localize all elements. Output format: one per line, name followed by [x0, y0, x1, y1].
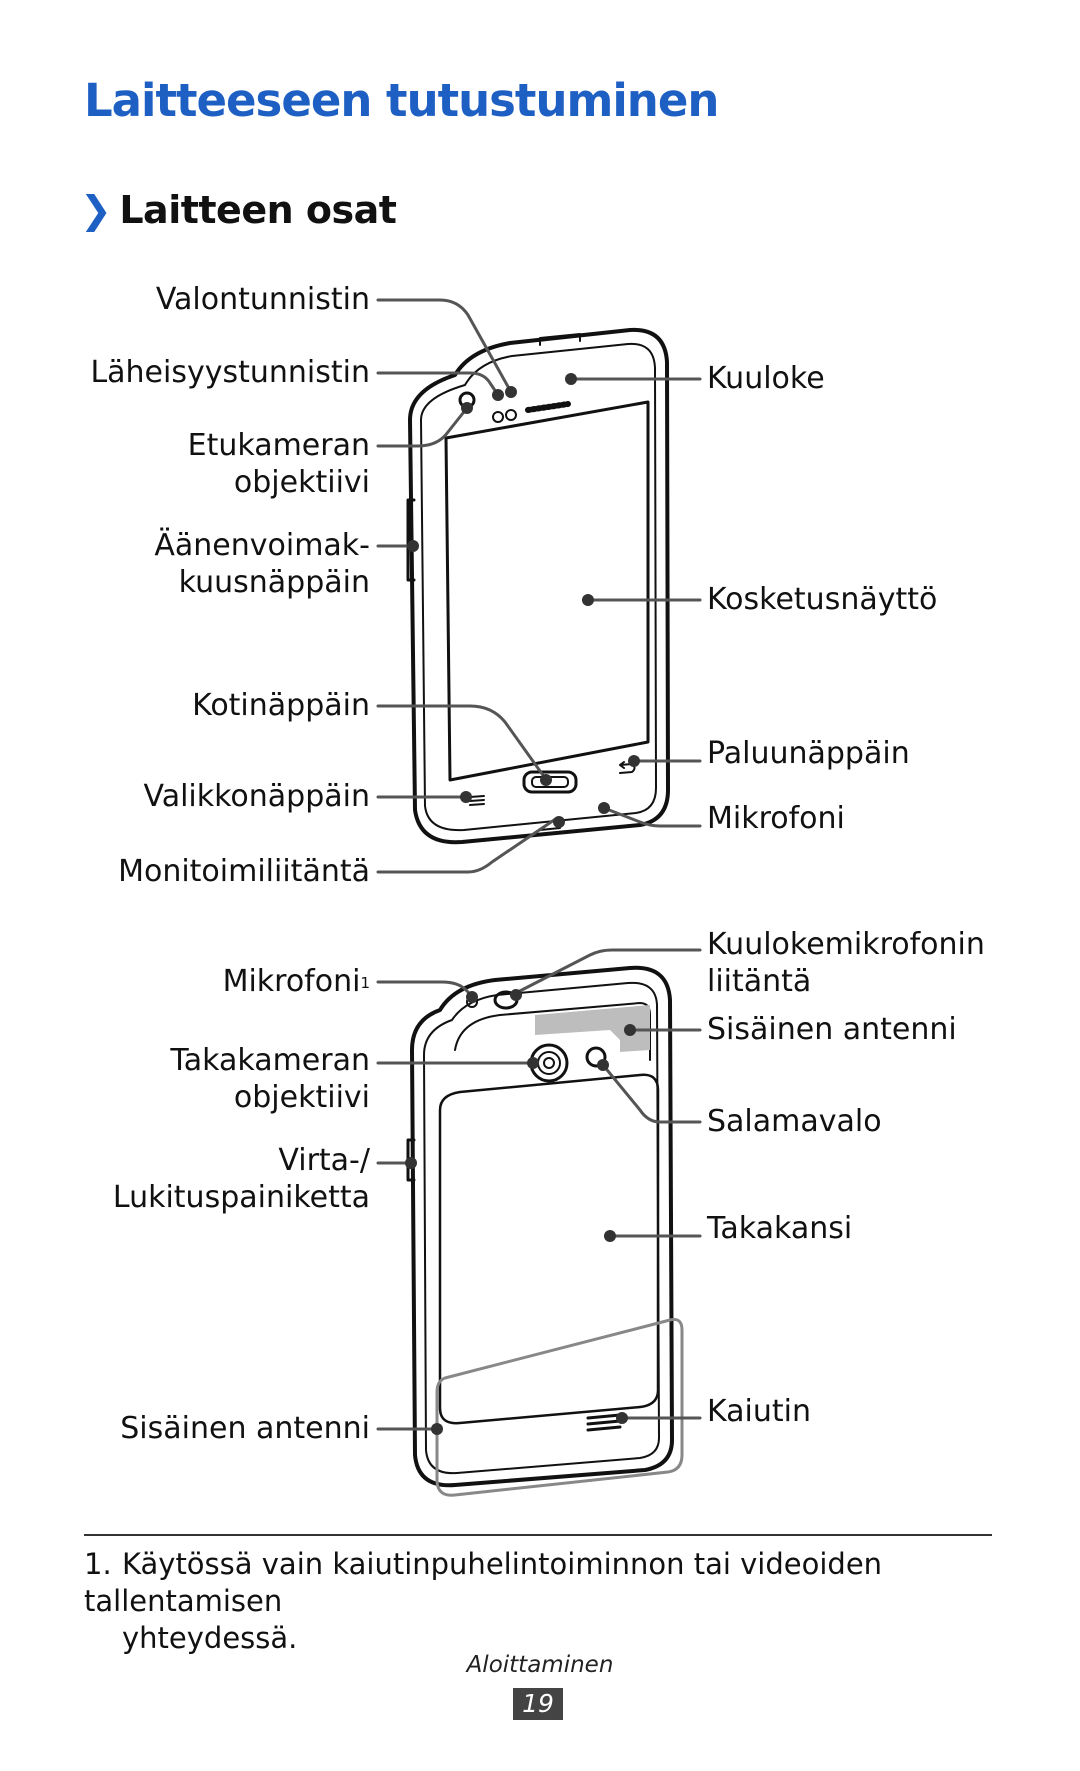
- label-takakameran-objektiivi: Takakameran objektiivi: [170, 1042, 370, 1116]
- label-line: objektiivi: [233, 1080, 370, 1115]
- footnote-number: 1.: [84, 1547, 112, 1581]
- chevron-right-icon: ❯: [80, 188, 112, 232]
- label-sisainen-antenni-bottom: Sisäinen antenni: [120, 1411, 370, 1446]
- footnote-divider: [84, 1534, 992, 1536]
- label-line: Lukituspainiketta: [112, 1180, 370, 1215]
- page-title: Laitteeseen tutustuminen: [84, 74, 719, 127]
- label-laheisyystunnistin: Läheisyystunnistin: [90, 355, 370, 390]
- label-kaiutin: Kaiutin: [707, 1394, 811, 1429]
- front-phone: [406, 327, 670, 845]
- footnote-line-2: yhteydessä.: [122, 1621, 298, 1655]
- label-text: Mikrofoni: [222, 964, 361, 999]
- section-title: Laitteen osat: [119, 188, 397, 232]
- back-phone: [406, 965, 684, 1497]
- label-line: Kuulokemikrofonin: [707, 927, 985, 962]
- label-line: objektiivi: [233, 465, 370, 500]
- page-number: 19: [513, 1688, 563, 1720]
- label-salamavalo: Salamavalo: [707, 1104, 882, 1139]
- label-aanenvoimakkuusnappain: Äänenvoimak- kuusnäppäin: [154, 527, 370, 601]
- label-kuulokemikrofonin-liitanta: Kuulokemikrofonin liitäntä: [707, 926, 985, 1000]
- label-line: Takakameran: [170, 1043, 370, 1078]
- label-etukameran-objektiivi: Etukameran objektiivi: [188, 427, 370, 501]
- label-valikkonappain: Valikkonäppäin: [143, 779, 371, 814]
- label-line: Virta-/: [278, 1143, 370, 1178]
- footnote: 1.Käytössä vain kaiutinpuhelintoiminnon …: [84, 1546, 994, 1657]
- footnote-line-1: Käytössä vain kaiutinpuhelintoiminnon ta…: [84, 1547, 883, 1618]
- section-heading: ❯Laitteen osat: [80, 188, 397, 232]
- label-line: liitäntä: [707, 964, 812, 999]
- label-line: Etukameran: [187, 428, 370, 463]
- label-paluunappain: Paluunäppäin: [707, 736, 910, 771]
- label-line: Äänenvoimak-: [154, 528, 370, 563]
- label-monitoimiliitanta: Monitoimiliitäntä: [118, 854, 370, 889]
- label-mikrofoni-front: Mikrofoni: [707, 801, 845, 836]
- leader-dots: [405, 373, 640, 1435]
- label-virta-lukituspainike: Virta-/ Lukituspainiketta: [113, 1142, 370, 1216]
- label-kosketusnaytto: Kosketusnäyttö: [707, 582, 938, 617]
- footnote-marker: 1: [360, 974, 370, 992]
- label-sisainen-antenni-top: Sisäinen antenni: [707, 1012, 957, 1047]
- label-kotinappain: Kotinäppäin: [192, 688, 370, 723]
- label-valontunnistin: Valontunnistin: [155, 282, 370, 317]
- footer-section-name: Aloittaminen: [466, 1652, 614, 1678]
- label-kuuloke: Kuuloke: [707, 361, 825, 396]
- label-takakansi: Takakansi: [707, 1211, 853, 1246]
- label-mikrofoni-back: Mikrofoni1: [223, 963, 370, 1000]
- leader-lines-front: [376, 298, 702, 874]
- leader-lines-back: [376, 948, 702, 1431]
- label-line: kuusnäppäin: [178, 565, 370, 600]
